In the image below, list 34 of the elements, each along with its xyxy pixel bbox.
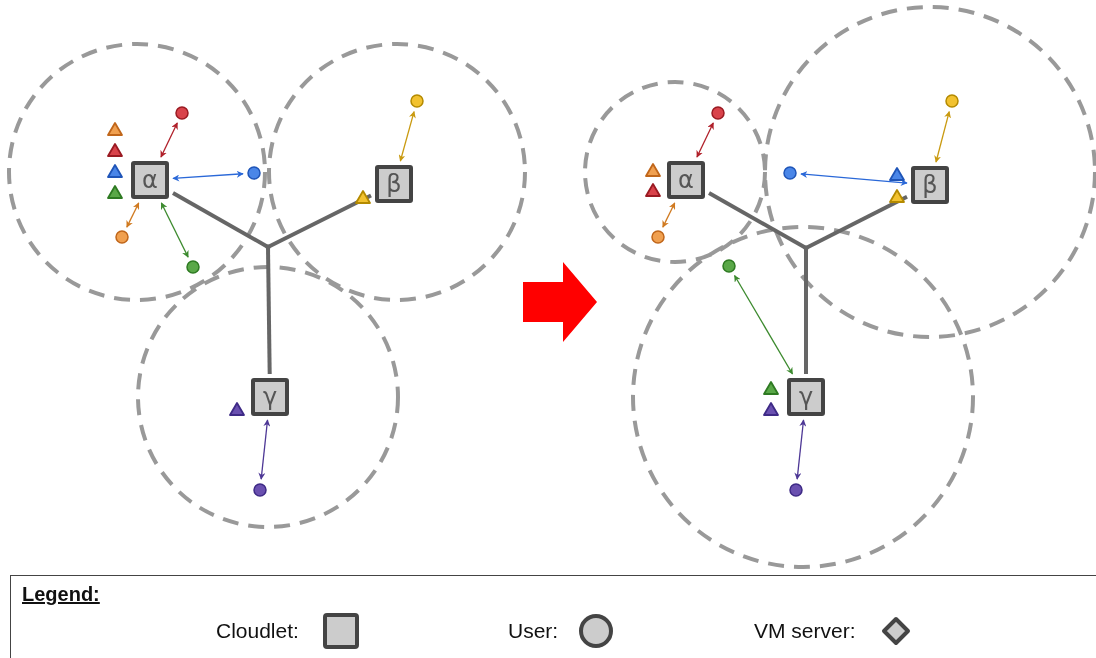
cloudlet-box — [787, 378, 825, 416]
backbone-link — [267, 193, 372, 249]
double-arrow — [160, 122, 178, 158]
double-arrow — [258, 419, 271, 480]
backbone-link — [805, 194, 908, 250]
backbone-link — [172, 191, 269, 249]
double-arrow — [126, 202, 140, 228]
legend-heading: Legend: — [22, 583, 100, 606]
double-arrow — [160, 202, 189, 258]
cloudlet-label: α — [142, 168, 158, 192]
double-arrow — [696, 122, 714, 158]
cloudlet-label: β — [922, 173, 938, 197]
double-arrow — [794, 419, 807, 480]
double-arrow — [662, 202, 676, 228]
cloudlet-box — [251, 378, 289, 416]
legend-text: User: — [508, 619, 559, 643]
backbone-link — [804, 248, 808, 374]
double-arrow — [733, 274, 794, 375]
double-arrow — [800, 171, 908, 186]
cloudlet-label: α — [678, 168, 694, 192]
backbone-link — [708, 191, 807, 250]
backbone-link — [266, 246, 272, 375]
cloudlet-box — [667, 161, 705, 199]
cloudlet-label: γ — [262, 385, 278, 409]
cloudlet-box — [911, 166, 949, 204]
double-arrow — [398, 110, 416, 162]
double-arrow — [934, 110, 951, 163]
double-arrow — [172, 170, 244, 182]
cloudlet-label: β — [386, 172, 402, 196]
legend-text: Cloudlet: — [216, 619, 299, 643]
cloudlet-label: γ — [798, 385, 814, 409]
legend-text: VM server: — [754, 619, 856, 643]
cloudlet-box — [375, 165, 413, 203]
cloudlet-box — [131, 161, 169, 199]
